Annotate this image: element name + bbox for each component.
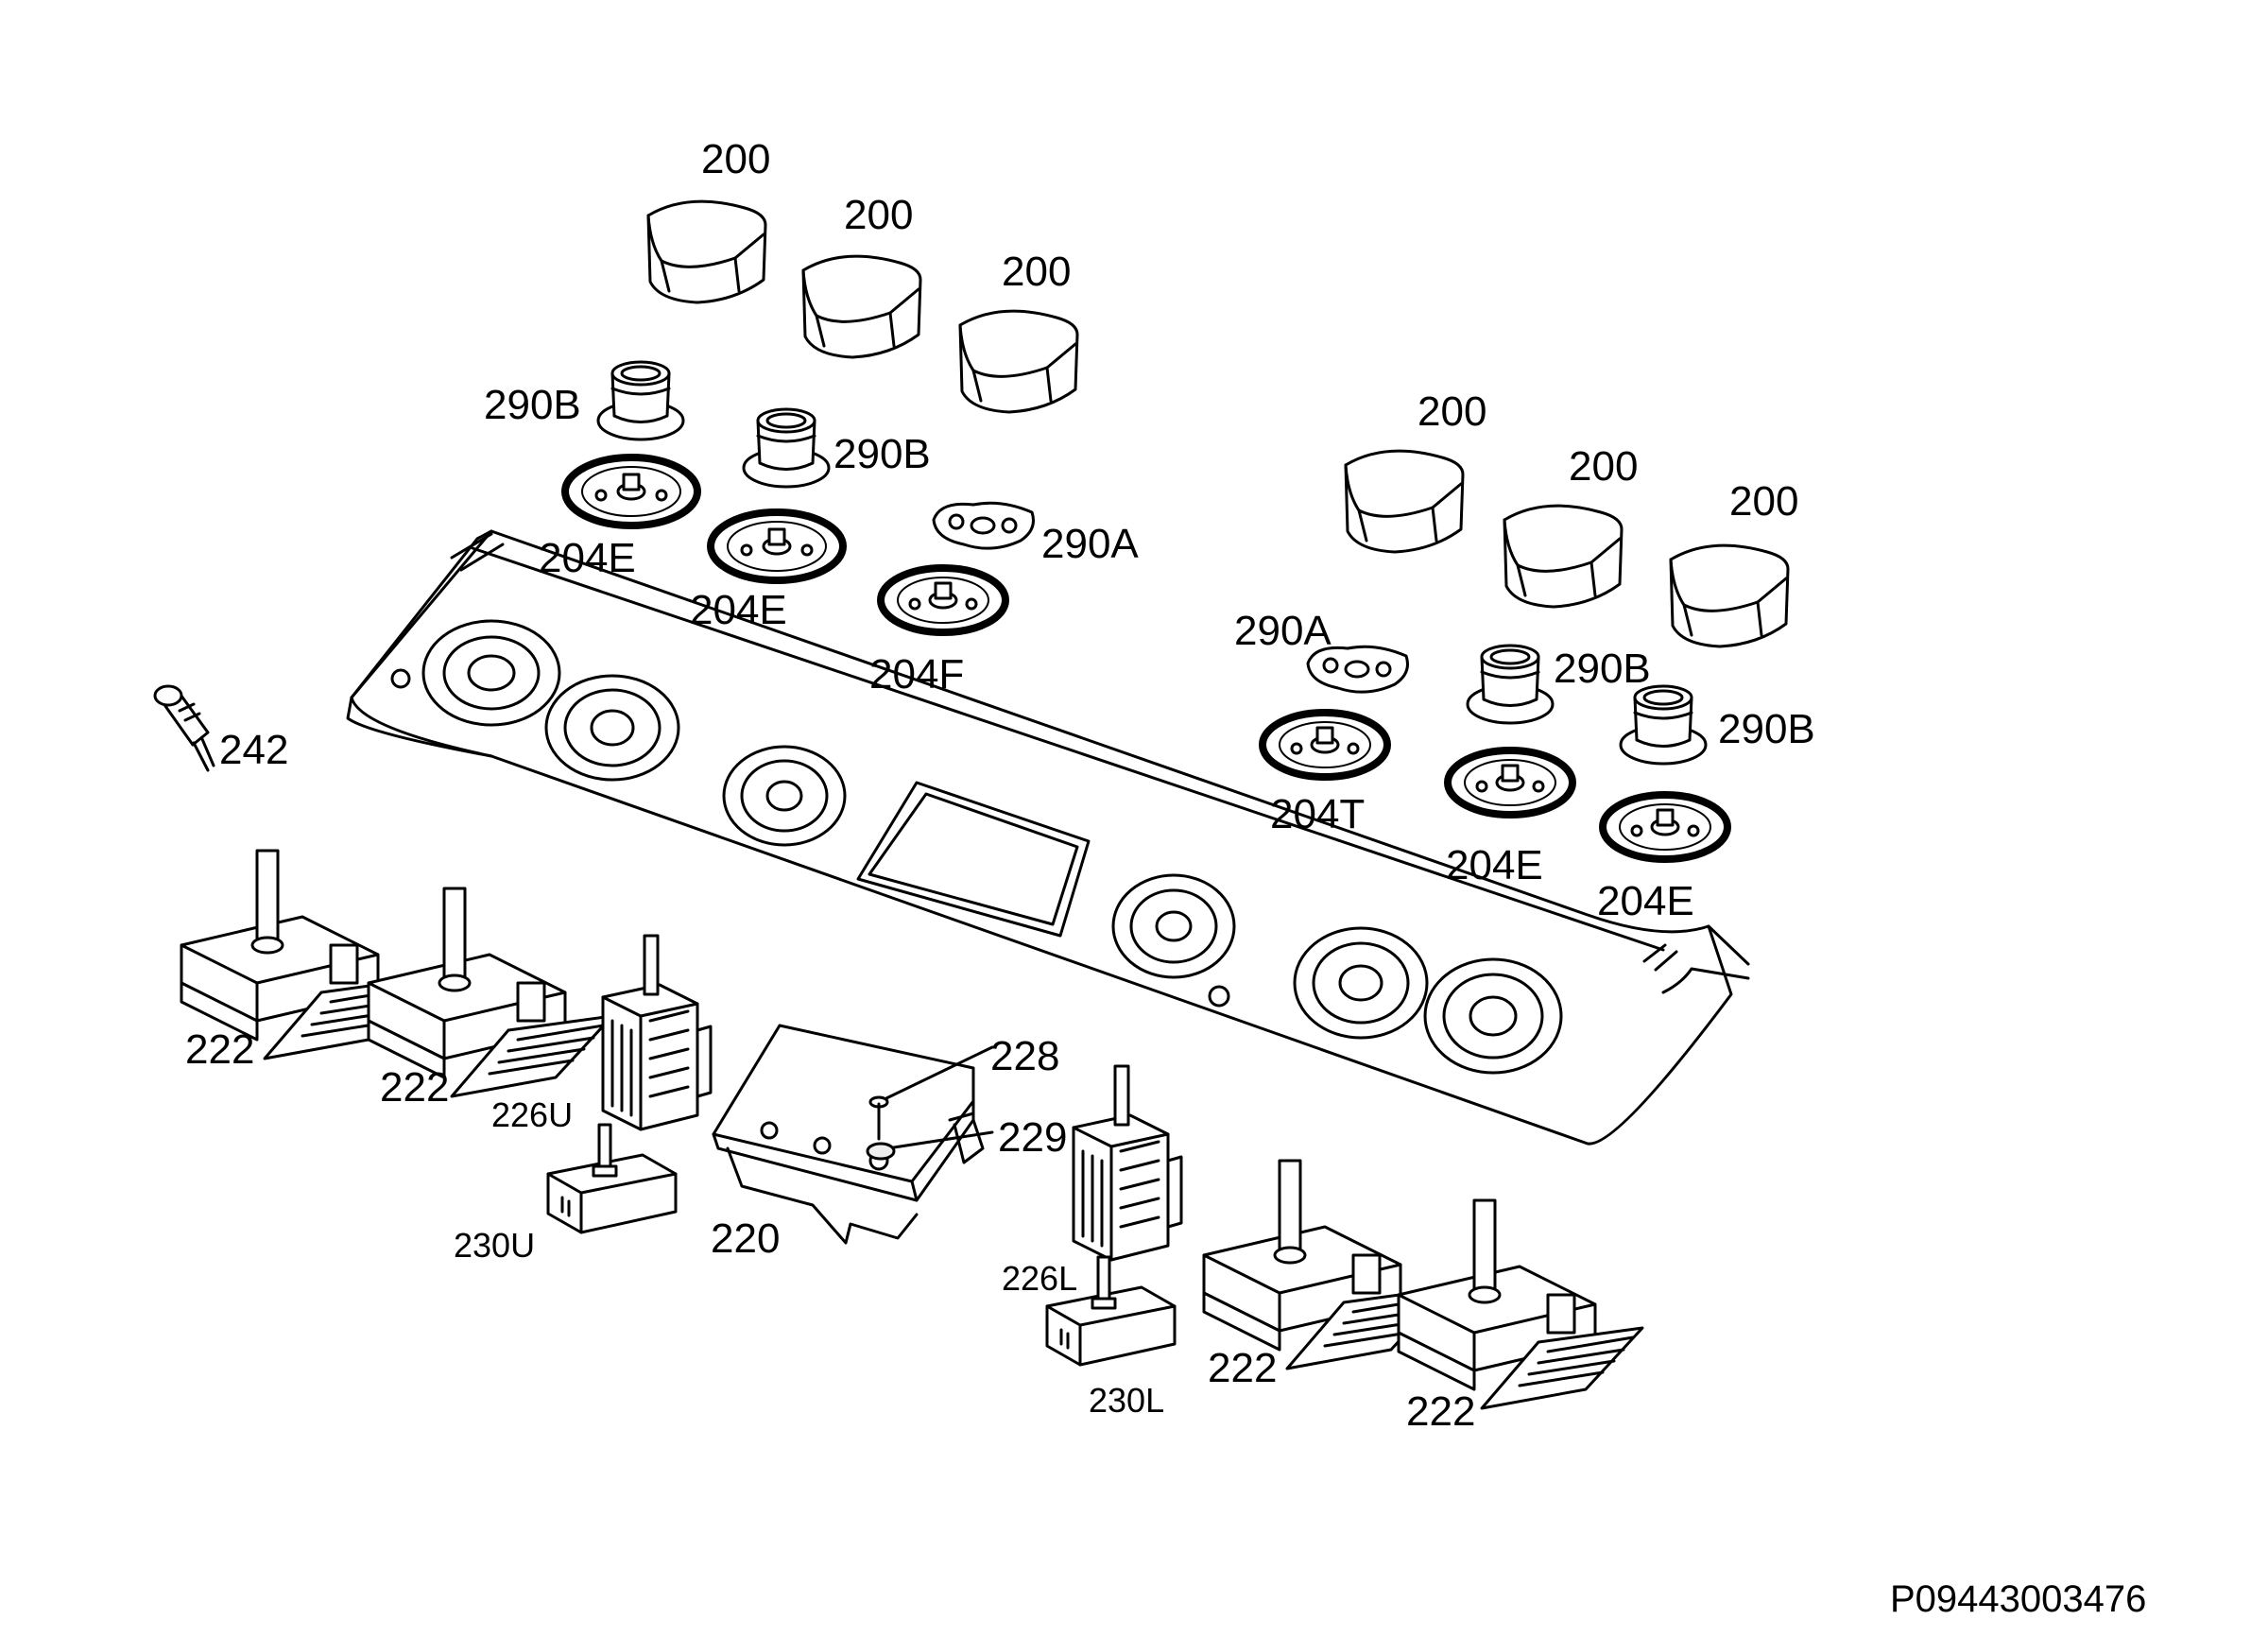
selector-lower: [1072, 1064, 1183, 1262]
panel-socket-2: [544, 674, 680, 782]
label-switch-3: 222: [1208, 1345, 1277, 1391]
label-bezel-3: 204F: [869, 651, 964, 698]
bezel-6: [1599, 791, 1731, 863]
panel-socket-6: [1423, 957, 1563, 1075]
label-knob-6: 200: [1729, 478, 1798, 525]
label-gasket-1: 290A: [1041, 521, 1139, 567]
knob-3: [958, 309, 1079, 414]
label-thermostat-upper: 230U: [454, 1226, 535, 1265]
label-sleeve-4: 290B: [1718, 706, 1815, 752]
timer-box: [712, 1024, 985, 1245]
bezel-1: [561, 454, 701, 529]
label-knob-1: 200: [701, 136, 770, 182]
sleeve-2: [742, 407, 831, 489]
label-igniter: 242: [219, 727, 288, 773]
label-washer: 229: [998, 1114, 1067, 1161]
knob-1: [646, 199, 767, 304]
sleeve-3: [1466, 644, 1555, 725]
label-bezel-6: 204E: [1597, 878, 1694, 924]
sleeve-4: [1619, 684, 1708, 766]
switch-3: [1202, 1159, 1450, 1370]
label-bezel-2: 204E: [690, 587, 787, 633]
sleeve-1: [596, 360, 685, 441]
washer: [866, 1130, 994, 1161]
control-panel: [346, 529, 1750, 1146]
label-knob-5: 200: [1569, 443, 1638, 490]
label-timer-box: 220: [711, 1215, 780, 1262]
label-selector-lower: 226L: [1002, 1259, 1077, 1298]
gasket-1: [932, 501, 1035, 550]
label-knob-3: 200: [1002, 249, 1071, 295]
label-bezel-1: 204E: [539, 535, 636, 581]
label-thermostat-lower: 230L: [1089, 1381, 1164, 1420]
bezel-2: [707, 508, 847, 584]
thermostat-upper: [546, 1123, 678, 1234]
knob-2: [801, 254, 922, 359]
label-screw: 228: [990, 1033, 1059, 1079]
label-bezel-4: 204T: [1270, 791, 1365, 837]
gasket-2: [1306, 645, 1409, 694]
label-gasket-2: 290A: [1234, 608, 1332, 654]
label-bezel-5: 204E: [1446, 842, 1543, 888]
thermostat-lower: [1045, 1255, 1177, 1367]
labels: 200 200 200 200 200 200 290B 290B 290B 2…: [185, 136, 2146, 1620]
label-switch-2: 222: [380, 1064, 449, 1111]
switch-4: [1397, 1198, 1644, 1410]
screw: [868, 1045, 994, 1141]
label-switch-4: 222: [1406, 1388, 1475, 1435]
panel-socket-1: [421, 619, 561, 727]
knob-6: [1669, 543, 1790, 648]
knob-5: [1503, 504, 1624, 609]
label-sleeve-2: 290B: [833, 431, 931, 477]
switch-2: [367, 887, 614, 1098]
bezel-3: [877, 564, 1009, 636]
label-sleeve-3: 290B: [1554, 646, 1651, 692]
bezel-5: [1444, 747, 1576, 818]
panel-socket-5: [1293, 926, 1429, 1040]
knob-4: [1344, 449, 1465, 554]
panel-socket-4: [1111, 873, 1236, 979]
label-knob-2: 200: [844, 192, 913, 238]
label-sleeve-1: 290B: [484, 382, 581, 428]
label-selector-upper: 226U: [491, 1095, 573, 1134]
panel-socket-3: [722, 745, 847, 847]
igniter-switch: [153, 684, 215, 772]
label-knob-4: 200: [1418, 388, 1486, 435]
selector-upper: [601, 934, 713, 1131]
bezel-4: [1259, 709, 1391, 781]
label-switch-1: 222: [185, 1026, 254, 1073]
reference-number: P09443003476: [1890, 1578, 2146, 1620]
